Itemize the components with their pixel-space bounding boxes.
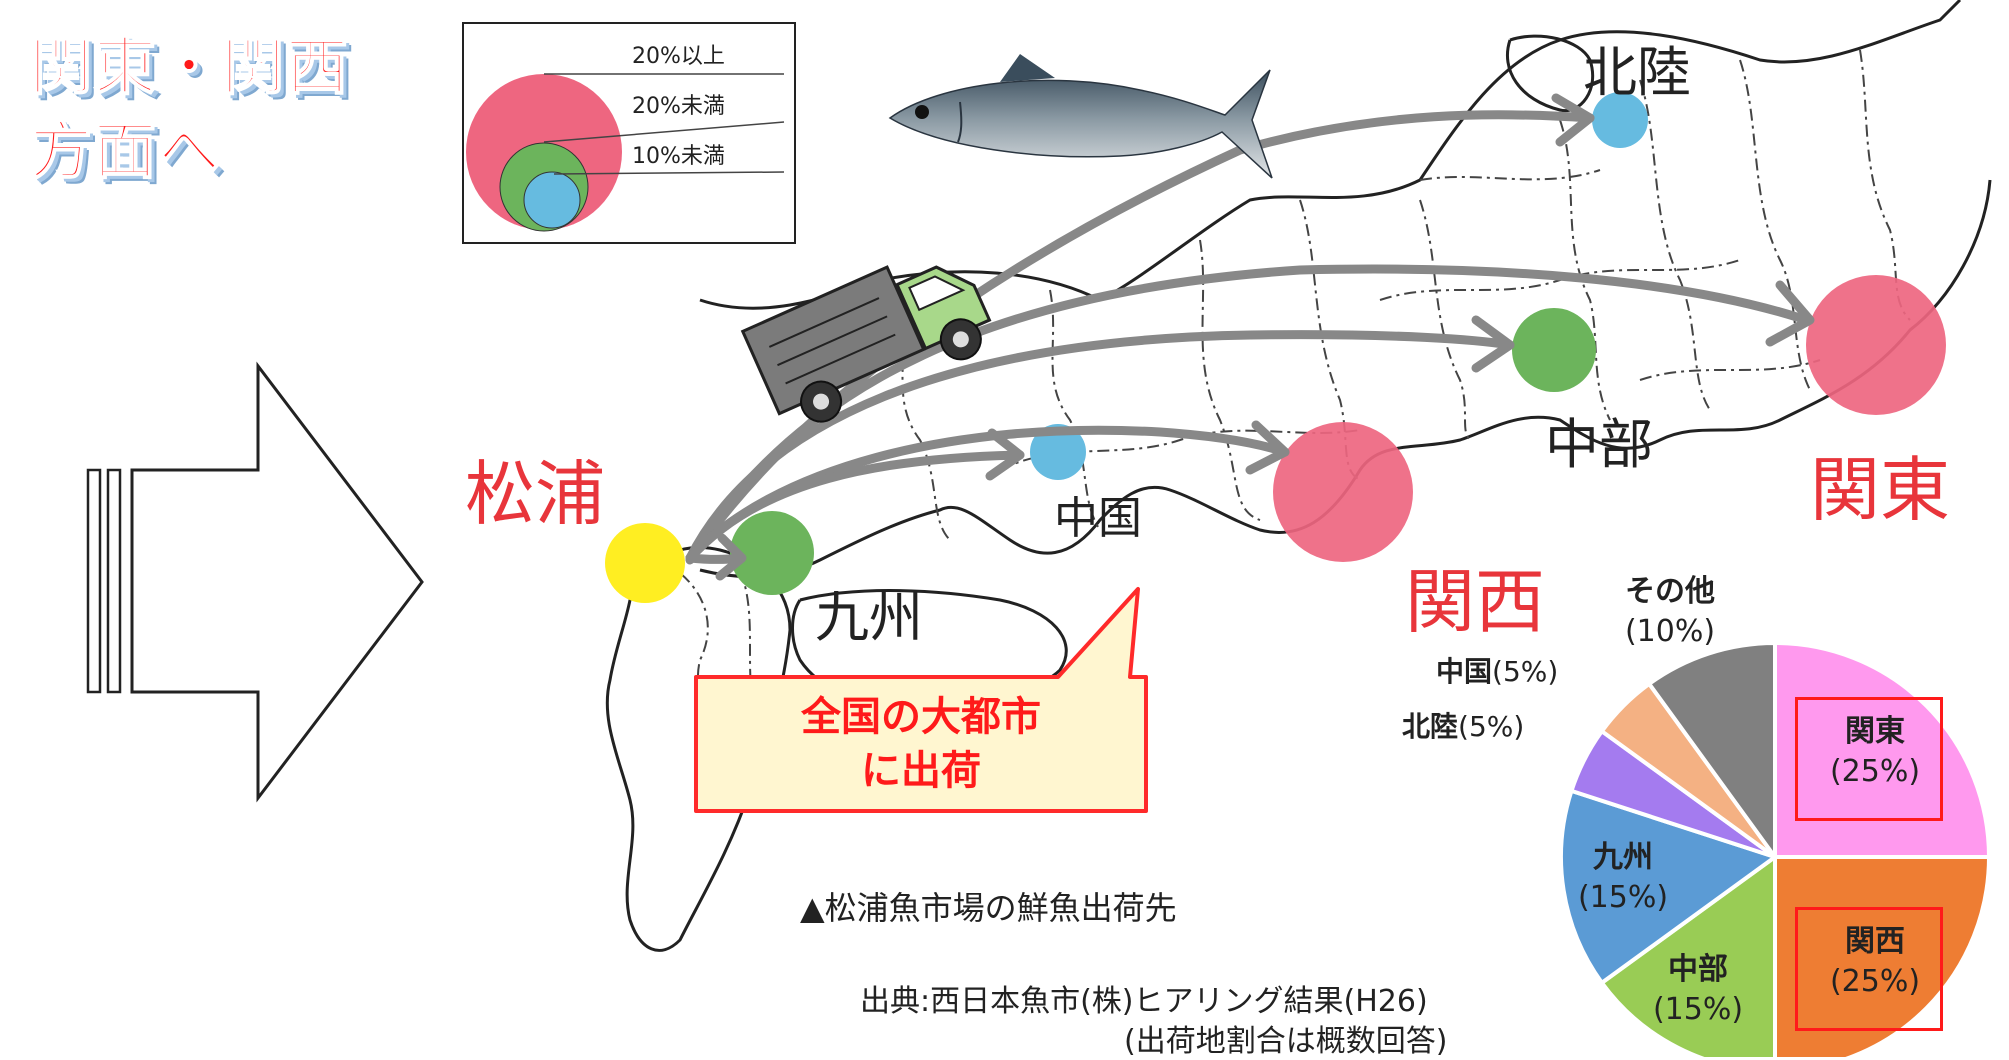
heading-line1: 関東・関西 [29, 29, 351, 104]
truck-icon [740, 265, 992, 423]
callout-line1: 全国の大都市 [801, 694, 1041, 740]
arrowhead-kyushu [715, 533, 747, 581]
arrowhead-kansai [1245, 420, 1290, 475]
label-chubu: 中部 [1545, 413, 1653, 476]
route-arrows [685, 110, 1805, 565]
pie-label-kansai-name: 関西 [1845, 924, 1905, 959]
pie-label-hokuriku-name: 北陸 [1402, 710, 1459, 743]
circle-chugoku [1030, 424, 1086, 480]
pie-label-kanto-name: 関東 [1845, 714, 1905, 749]
pie-label-other: その他 (10%) [1600, 572, 1740, 652]
map-caption: ▲松浦魚市場の鮮魚出荷先 [800, 889, 1177, 927]
pie-label-kanto: 関東 (25%) [1805, 712, 1945, 792]
map-outline-hokuriku-peninsula [1505, 34, 1595, 113]
pie-label-chubu-pct: (15%) [1652, 992, 1744, 1027]
pie-label-chugoku-name: 中国 [1436, 655, 1493, 688]
label-kansai: 関西 [1405, 561, 1545, 643]
pie-slice-2 [1599, 853, 1777, 1057]
legend-circle-small [523, 171, 581, 229]
pie-label-hokuriku-pct: (5%) [1458, 710, 1525, 743]
callout-bubble [694, 587, 1148, 813]
route-to-chubu [685, 330, 1515, 563]
legend-label-2: 20%未満 [632, 94, 725, 119]
pie-label-other-name: その他 [1625, 574, 1715, 609]
route-to-kanto [685, 264, 1805, 563]
page-heading: 関東・関西 方面へ [29, 25, 351, 193]
pie-slice-3 [1559, 788, 1780, 986]
heading-line2: 方面へ [29, 113, 223, 188]
fish-icon [888, 54, 1273, 179]
pie-label-other-pct: (10%) [1624, 614, 1716, 649]
callout-line2: に出荷 [861, 748, 981, 794]
highlight-box-kanto [1795, 697, 1943, 821]
pie-label-kansai-pct: (25%) [1829, 964, 1921, 999]
arrowhead-kanto [1765, 280, 1815, 347]
circle-kanto [1806, 275, 1946, 415]
pie-label-kanto-pct: (25%) [1829, 754, 1921, 789]
arrowhead-chugoku [985, 428, 1025, 481]
callout-text: 全国の大都市 に出荷 [698, 690, 1144, 798]
pie-label-kyushu: 九州 (15%) [1558, 838, 1688, 918]
arrowhead-hokuriku [1551, 93, 1595, 147]
label-kyushu: 九州 [815, 586, 923, 649]
highlight-box-kansai [1795, 907, 1943, 1031]
pie-label-kyushu-pct: (15%) [1577, 880, 1669, 915]
pie-label-hokuriku: 北陸(5%) [1402, 705, 1524, 745]
pie-label-kyushu-name: 九州 [1593, 840, 1653, 875]
pie-slice-0 [1773, 640, 1992, 859]
route-to-chugoku [685, 450, 1025, 563]
circle-kyushu [730, 511, 814, 595]
label-chugoku: 中国 [1054, 493, 1142, 544]
prefecture-borders [659, 49, 1911, 781]
legend-label-1: 20%以上 [632, 44, 725, 69]
pie-label-chugoku-pct: (5%) [1492, 655, 1559, 688]
pie-label-kansai: 関西 (25%) [1805, 922, 1945, 1002]
arrow-heads [715, 93, 1815, 581]
source-line2: (出荷地割合は概数回答) [1124, 1024, 1448, 1059]
pie-label-chubu: 中部 (15%) [1628, 950, 1768, 1030]
source-line1: 出典:西日本魚市(株)ヒアリング結果(H26) [860, 984, 1428, 1019]
legend-label-3: 10%未満 [632, 144, 725, 169]
legend-box: 20%以上 20%未満 10%未満 [462, 22, 796, 244]
big-arrow-icon [86, 361, 424, 803]
label-kanto: 関東 [1810, 449, 1950, 531]
label-matsuura: 松浦 [465, 453, 605, 535]
circle-kansai [1273, 422, 1413, 562]
circle-chubu [1512, 308, 1596, 392]
legend-circles [466, 73, 785, 232]
pie-label-chubu-name: 中部 [1668, 952, 1728, 987]
circle-matsuura [605, 523, 685, 603]
pie-label-chugoku: 中国(5%) [1436, 650, 1558, 690]
circle-hokuriku [1592, 92, 1648, 148]
pie-slice-6 [1646, 640, 1777, 864]
label-hokuriku: 北陸 [1583, 41, 1691, 104]
arrowhead-chubu [1471, 315, 1515, 373]
